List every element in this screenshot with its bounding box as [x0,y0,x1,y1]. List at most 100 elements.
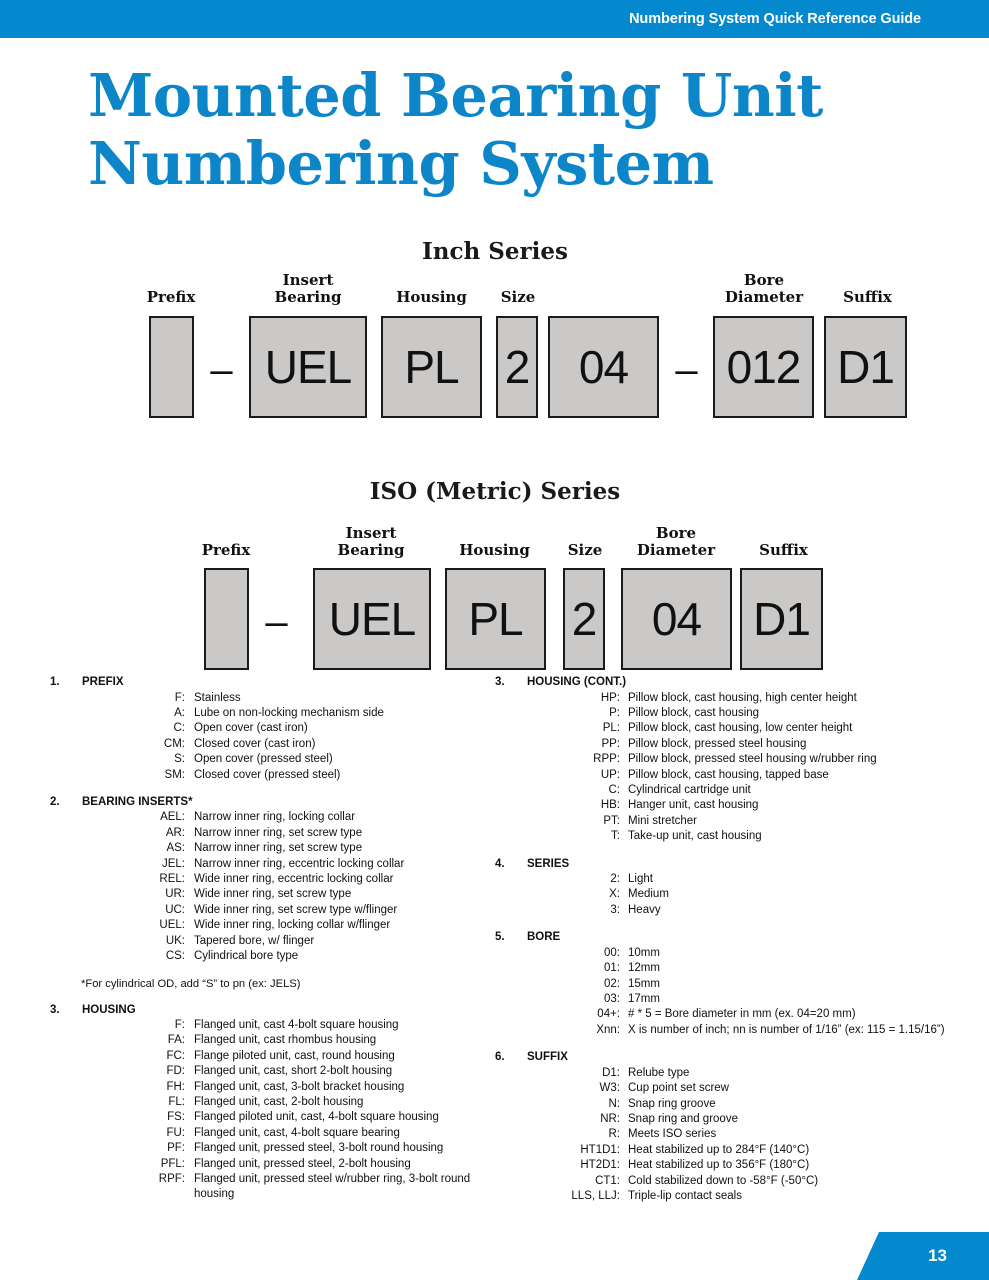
legend-row: AR:Narrow inner ring, set screw type [50,826,490,841]
legend-row-code: RPP: [593,753,620,766]
page-number-tab: 13 [857,1232,989,1280]
legend-row-description: Hanger unit, cast housing [628,799,759,812]
legend-row-code: S: [174,753,185,766]
legend-section-bearing-inserts: 2.BEARING INSERTS* AEL:Narrow inner ring… [50,796,490,965]
legend-section-suffix-title: SUFFIX [527,1051,568,1064]
legend-row-code: 00: [604,946,620,959]
legend-row: D1:Relube type [495,1066,965,1081]
iso-label-suffix: Suffix [759,541,808,559]
legend-row-description: Open cover (pressed steel) [194,753,333,766]
legend-row-description: Cold stabilized down to -58°F (-50°C) [628,1174,819,1187]
iso-label-size: Size [567,541,603,559]
legend-row-code: UEL: [159,919,185,932]
iso-label-bore-diameter: Bore Diameter [636,524,716,559]
legend-row-code: X: [609,888,620,901]
page-title-line-1: Mounted Bearing Unit [88,61,823,130]
legend-section-housing-cont-number: 3. [495,676,505,688]
legend-row: HB:Hanger unit, cast housing [495,798,965,813]
legend-row: UC:Wide inner ring, set screw type w/fli… [50,903,490,918]
legend-row-code: F: [174,691,185,704]
legend-section-suffix-heading: 6. SUFFIX [495,1051,965,1063]
legend-row-description: Pillow block, pressed steel housing [628,737,807,750]
legend-row: X:Medium [495,887,965,902]
legend-row-code: PT: [603,814,620,827]
legend-row: FA:Flanged unit, cast rhombus housing [50,1033,490,1048]
legend-section-prefix-number: 1. [50,676,60,688]
legend-row: RPP:Pillow block, pressed steel housing … [495,752,965,767]
iso-series-heading: ISO (Metric) Series [369,478,621,505]
legend-row-description: Take-up unit, cast housing [628,830,762,843]
legend-row-description: Closed cover (cast iron) [194,737,316,750]
legend-row-description: Closed cover (pressed steel) [194,768,341,781]
legend-row-description: Pillow block, cast housing [628,706,760,719]
legend-row-code: AEL: [160,811,185,824]
legend-row-code: AS: [166,842,185,855]
legend-row: A:Lube on non-locking mechanism side [50,706,490,721]
inch-box-bore: 012 [713,316,814,418]
legend-row: 01:12mm [495,961,965,976]
legend-row-description: 10mm [628,946,660,959]
legend-section-series-title: SERIES [527,857,570,870]
legend-row-description: Flanged unit, pressed steel, 3-bolt roun… [194,1142,444,1155]
legend-row-description: Pillow block, cast housing, tapped base [628,768,829,781]
legend-row: 2:Light [495,872,965,887]
legend-row: HT1D1:Heat stabilized up to 284°F (140°C… [495,1143,965,1158]
legend-row: LLS, LLJ:Triple-lip contact seals [495,1189,965,1204]
legend-section-bearing-inserts-title: BEARING INSERTS* [82,795,193,808]
legend-row-code: A: [174,706,185,719]
legend-row-description: 17mm [628,993,660,1005]
legend-row-description: Flanged unit, cast, short 2-bolt housing [194,1065,393,1078]
legend-section-bore-title: BORE [527,931,561,944]
legend-row: AS: Narrow inner ring, set screw type [50,841,490,856]
iso-box-bore: 04 [621,568,732,670]
legend-row-description: Flanged unit, cast, 4-bolt square bearin… [194,1126,400,1139]
legend-row: CM:Closed cover (cast iron) [50,737,490,752]
legend-section-housing: 3.HOUSING F:Flanged unit, cast 4-bolt sq… [50,1004,490,1203]
legend-row-code: C: [173,722,186,735]
legend-row-description: Wide inner ring, set screw type [194,888,352,901]
legend-row: UR:Wide inner ring, set screw type [50,887,490,902]
legend-row-code: 04+: [597,1008,620,1021]
inch-box-suffix: D1 [824,316,907,418]
legend-row-code: FD: [166,1065,185,1078]
legend-row: UP:Pillow block, cast housing, tapped ba… [495,768,965,783]
legend-row: PT:Mini stretcher [495,814,965,829]
legend-row-code: JEL: [161,857,185,870]
legend-section-series-number: 4. [495,857,505,870]
legend-section-bearing-inserts-heading: 2.BEARING INSERTS* [50,796,490,808]
legend-section-suffix-number: 6. [495,1051,505,1064]
iso-box-housing: PL [445,568,546,670]
iso-box-prefix [204,568,249,670]
inch-box-prefix [149,316,194,418]
legend-row-code: FH: [166,1080,185,1093]
legend-row-code: NR: [600,1112,620,1125]
legend-row: 3:Heavy [495,903,965,918]
legend-row-description: Narrow inner ring, set screw type [194,842,363,855]
legend-row-code: Xnn: [596,1023,620,1036]
legend-row: 00: 10mm [495,946,965,961]
legend-row: HP:Pillow block, cast housing, high cent… [495,691,965,706]
legend-row-code: RPF: [158,1173,185,1186]
legend-row-description: Heat stabilized up to 356°F (180°C) [628,1159,810,1172]
iso-dash-1: – [265,600,288,644]
legend-row: FS:Flanged piloted unit, cast, 4-bolt sq… [50,1110,490,1125]
legend-row-code: FS: [167,1111,185,1124]
legend-row-code: LLS, LLJ: [571,1189,620,1202]
page-title-line-2: Numbering System [88,129,714,198]
legend-row-description: Meets ISO series [628,1128,717,1141]
legend-row-description: 15mm [628,977,660,990]
legend-section-bore-heading: 5.BORE [495,931,965,943]
iso-box-insert-bearing: UEL [313,568,431,670]
legend-row-code: FL: [168,1096,185,1109]
legend-row-description: Pillow block, cast housing, low center h… [628,722,853,735]
legend-row: HT2D1:Heat stabilized up to 356°F (180°C… [495,1158,965,1173]
legend-row-description: Narrow inner ring, set screw type [194,826,363,839]
legend-row-code: T: [611,830,620,843]
legend-row: S: Open cover (pressed steel) [50,752,490,767]
legend-row-code: PFL: [160,1157,185,1170]
